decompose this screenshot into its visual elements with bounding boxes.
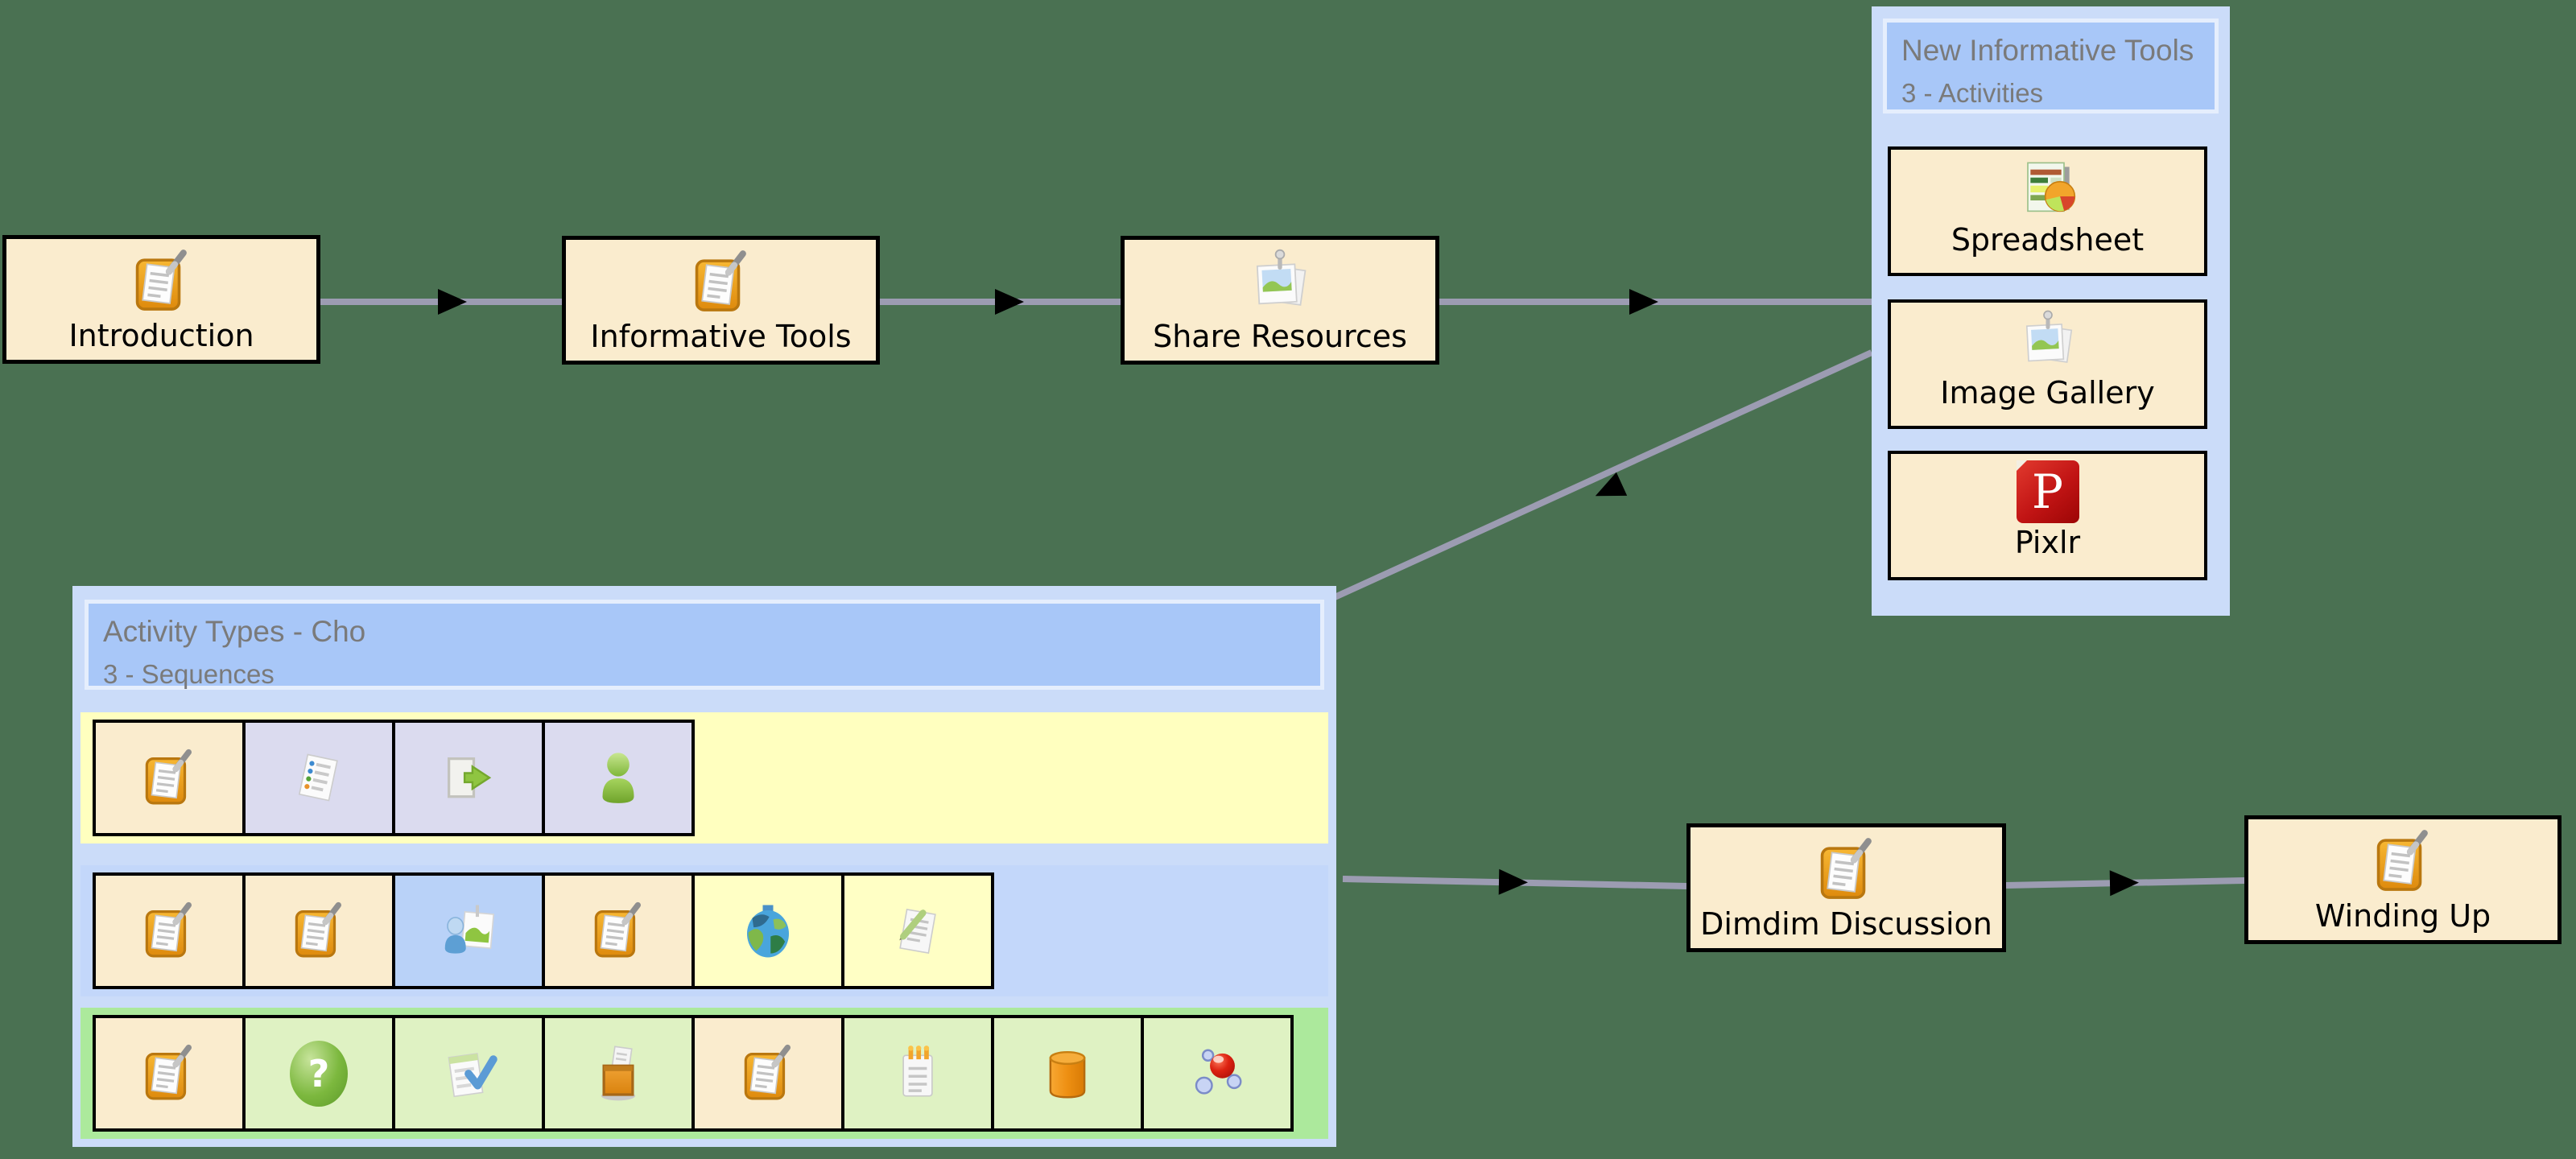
sequence-cell-noticeboard[interactable] — [93, 720, 246, 836]
container-header: Activity Types - Cho 3 - Sequences — [85, 600, 1324, 690]
transition-line-new-informative-tools-to-activity-types[interactable] — [1333, 349, 1873, 600]
sequence-row-2 — [80, 865, 1328, 996]
noticeboard-icon — [587, 900, 650, 963]
transition-arrowhead-dimdim-discussion-to-winding-up — [2109, 870, 2139, 897]
doc-pencil-icon — [886, 900, 949, 963]
activity-label: Spreadsheet — [1951, 222, 2145, 258]
activity-label: Winding Up — [2314, 898, 2491, 934]
transition-arrowhead-introduction-to-informative-tools — [438, 289, 467, 315]
container-activity-types[interactable]: Activity Types - Cho 3 - Sequences ? — [72, 586, 1336, 1147]
activity-label: Share Resources — [1153, 319, 1407, 354]
container-title: New Informative Tools — [1901, 34, 2194, 67]
noticeboard-icon — [737, 1042, 799, 1105]
activity-introduction[interactable]: Introduction — [2, 235, 320, 364]
sequence-cell-checklist[interactable] — [392, 1015, 545, 1132]
activity-label: Introduction — [68, 318, 254, 353]
export-icon — [437, 747, 500, 810]
sequence-cell-noticeboard[interactable] — [542, 872, 695, 989]
checklist-icon — [437, 1042, 500, 1105]
sequence-cell-noticeboard[interactable] — [691, 1015, 844, 1132]
sequence-cell-question[interactable]: ? — [242, 1015, 395, 1132]
sequence-cell-noticeboard[interactable] — [93, 872, 246, 989]
submit-icon — [587, 1042, 650, 1105]
container-subtitle: 3 - Activities — [1901, 78, 2044, 108]
activity-label: Dimdim Discussion — [1700, 906, 1992, 942]
globe-icon — [737, 900, 799, 963]
sequence-cell-db[interactable] — [991, 1015, 1144, 1132]
activity-winding-up[interactable]: Winding Up — [2244, 815, 2562, 944]
sequence-cell-export[interactable] — [392, 720, 545, 836]
noticeboard-icon — [287, 900, 350, 963]
activity-pixlr[interactable]: P Pixlr — [1888, 451, 2207, 580]
transition-arrowhead-share-resources-to-new-informative-tools — [1629, 289, 1658, 315]
activity-share-resources[interactable]: Share Resources — [1121, 236, 1439, 365]
db-icon — [1036, 1042, 1099, 1105]
container-header: New Informative Tools 3 - Activities — [1883, 19, 2219, 113]
survey-icon — [287, 747, 350, 810]
activity-dimdim-discussion[interactable]: Dimdim Discussion — [1686, 823, 2006, 952]
activity-label: Informative Tools — [590, 319, 852, 354]
container-title: Activity Types - Cho — [103, 615, 366, 648]
sequence-cell-noticeboard[interactable] — [93, 1015, 246, 1132]
noticeboard-icon — [2368, 827, 2438, 897]
sequence-cell-survey[interactable] — [242, 720, 395, 836]
noticeboard-icon — [138, 900, 200, 963]
sequence-cell-globe[interactable] — [691, 872, 844, 989]
sequence-cell-noticeboard[interactable] — [242, 872, 395, 989]
noticeboard-icon — [687, 248, 756, 317]
sequence-cell-submit[interactable] — [542, 1015, 695, 1132]
noticeboard-icon — [138, 1042, 200, 1105]
person-icon — [587, 747, 650, 810]
user-photo-icon — [437, 900, 500, 963]
molecule-icon — [1186, 1042, 1249, 1105]
sequence-row-3: ? — [80, 1008, 1328, 1139]
pinned-photo-icon — [1245, 248, 1315, 317]
sequence-cell-doc-pencil[interactable] — [841, 872, 994, 989]
sequence-cell-user-photo[interactable] — [392, 872, 545, 989]
spreadsheet-icon — [2016, 156, 2080, 221]
activity-informative-tools[interactable]: Informative Tools — [562, 236, 880, 365]
activity-label: Pixlr — [2014, 525, 2081, 560]
noticeboard-icon — [1812, 835, 1881, 905]
question-icon: ? — [290, 1040, 348, 1107]
sequence-row-1 — [80, 712, 1328, 843]
transition-arrowhead-new-informative-tools-to-activity-types — [1595, 472, 1628, 497]
noticeboard-icon — [127, 247, 196, 316]
transition-arrowhead-informative-tools-to-share-resources — [995, 289, 1024, 315]
activity-label: Image Gallery — [1940, 375, 2155, 410]
sequence-cell-person[interactable] — [542, 720, 695, 836]
activity-spreadsheet[interactable]: Spreadsheet — [1888, 146, 2207, 276]
sequence-cell-molecule[interactable] — [1141, 1015, 1294, 1132]
sequence-cell-notepad[interactable] — [841, 1015, 994, 1132]
notepad-icon — [886, 1042, 949, 1105]
activity-image-gallery[interactable]: Image Gallery — [1888, 299, 2207, 429]
pinned-photo-icon — [2016, 309, 2080, 373]
transition-arrowhead-activity-types-to-dimdim-discussion — [1498, 868, 1528, 895]
container-new-informative-tools[interactable]: New Informative Tools 3 - Activities Spr… — [1872, 6, 2230, 616]
noticeboard-icon — [138, 747, 200, 810]
pixlr-icon: P — [2016, 460, 2079, 523]
container-subtitle: 3 - Sequences — [103, 659, 275, 689]
